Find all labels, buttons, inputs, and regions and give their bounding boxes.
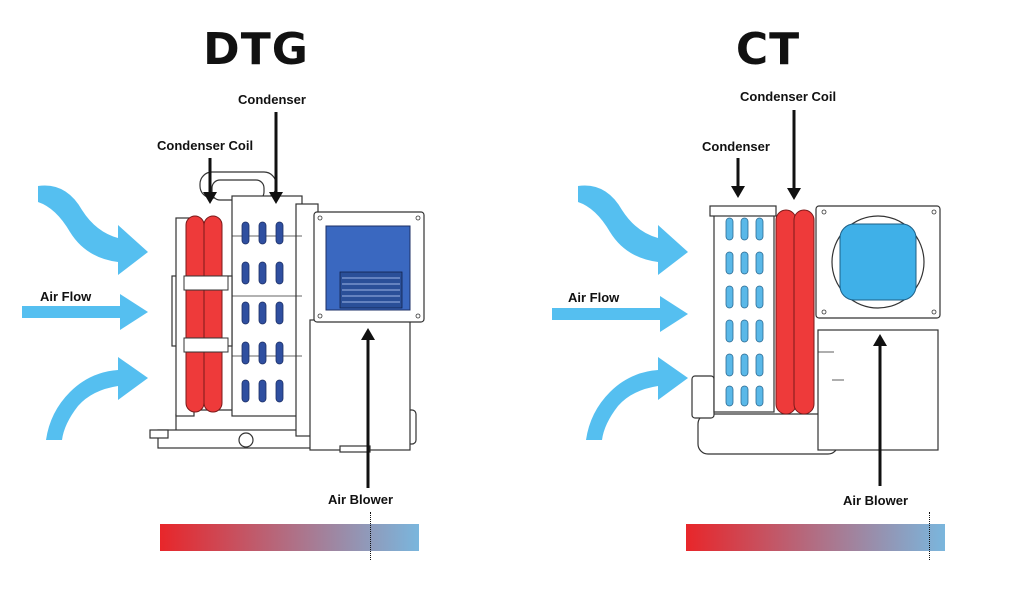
dtg-condenser-coil-label: Condenser Coil (157, 138, 254, 153)
ct-diagram (552, 110, 941, 486)
dtg-condenser-coil (183, 215, 229, 413)
dtg-condenser-label: Condenser (238, 92, 306, 107)
ct-condenser-label: Condenser (702, 139, 770, 154)
dtg-condenser-fins (241, 221, 284, 403)
ct-air-arrow-middle (552, 296, 688, 332)
dtg-air-arrow-top (38, 185, 148, 275)
ct-gradient-marker (929, 512, 931, 560)
dtg-gradient-marker (369, 512, 371, 560)
ct-title: CT (735, 24, 801, 75)
ct-air-arrow-bottom (586, 357, 688, 440)
dtg-panel: DTG (22, 24, 425, 560)
ct-air-blower-label: Air Blower (843, 493, 909, 508)
dtg-air-flow-arrows (22, 185, 148, 440)
dtg-title: DTG (203, 24, 309, 75)
dtg-air-arrow-middle (22, 294, 148, 330)
dtg-air-arrow-bottom (46, 357, 148, 440)
dtg-air-blower (325, 225, 411, 311)
ct-condenser-fins (725, 217, 764, 407)
ct-air-flow-arrows (552, 185, 688, 440)
ct-air-blower (831, 215, 925, 309)
ct-condenser-coil-label: Condenser Coil (740, 89, 837, 104)
dtg-air-flow-label: Air Flow (40, 289, 92, 304)
dtg-temperature-gradient-bar (160, 524, 419, 551)
ct-air-arrow-top (578, 185, 688, 275)
ct-temperature-gradient-bar (686, 524, 945, 551)
dtg-air-blower-label: Air Blower (328, 492, 394, 507)
ct-pointers (731, 110, 887, 486)
dtg-diagram (22, 112, 425, 488)
ct-air-flow-label: Air Flow (568, 290, 620, 305)
ct-condenser-coil (775, 209, 815, 415)
dtg-pointers (203, 112, 375, 488)
ct-panel: CT (512, 0, 1024, 595)
